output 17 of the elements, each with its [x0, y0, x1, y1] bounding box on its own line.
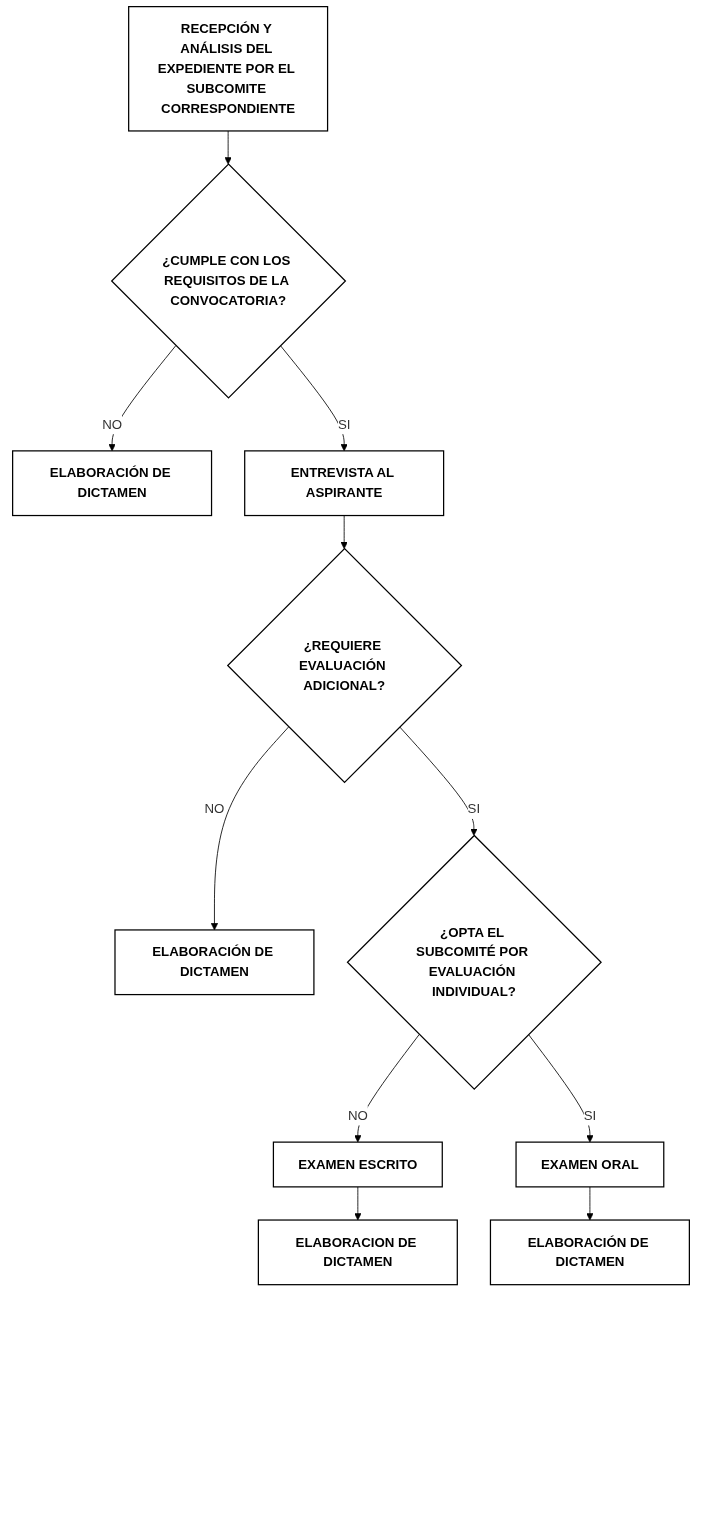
node-diamond: ¿REQUIERE EVALUACIÓN ADICIONAL? — [226, 547, 463, 784]
node-box: ELABORACION DE DICTAMEN — [257, 1219, 458, 1286]
node-box: EXAMEN ESCRITO — [272, 1141, 443, 1188]
node-box: ENTREVISTA AL ASPIRANTE — [244, 450, 445, 517]
edge-label: NO — [347, 1108, 368, 1123]
node-diamond: ¿OPTA EL SUBCOMITÉ POR EVALUACIÓN INDIVIDUAL? — [346, 834, 602, 1090]
edge-label: NO — [102, 416, 123, 431]
edge-label: SI — [337, 416, 351, 431]
node-box: ELABORACIÓN DE DICTAMEN — [12, 450, 213, 517]
node-box: ELABORACIÓN DE DICTAMEN — [114, 929, 315, 996]
node-diamond: ¿CUMPLE CON LOS REQUISITOS DE LA CONVOCATORIA? — [110, 163, 347, 399]
node-box: ELABORACIÓN DE DICTAMEN — [489, 1219, 690, 1286]
edge-label: NO — [204, 801, 225, 816]
edge-label: SI — [583, 1108, 597, 1123]
edge-label: SI — [467, 801, 481, 816]
node-box: EXAMEN ORAL — [515, 1141, 665, 1188]
node-box: RECEPCIÓN Y ANÁLISIS DEL EXPEDIENTE POR EL SUBCOMITE CORRESPONDIENTE — [128, 6, 329, 132]
